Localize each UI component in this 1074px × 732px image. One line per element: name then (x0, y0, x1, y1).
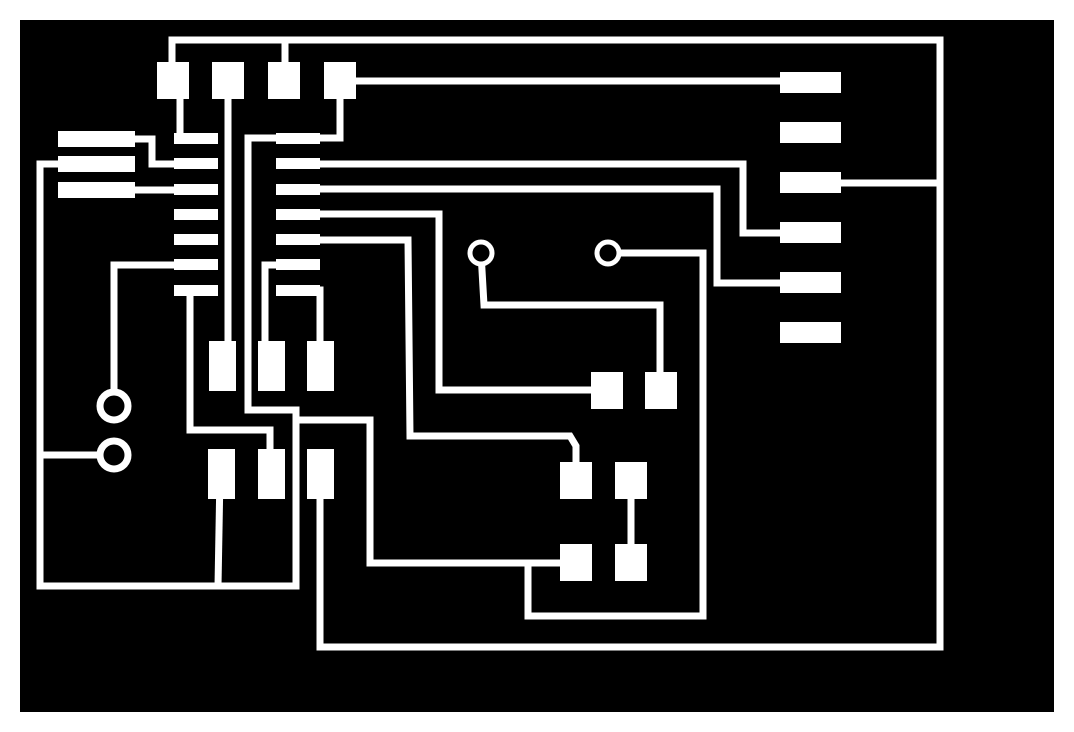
trace-ic10-pad (294, 236, 580, 484)
trace-via-top (110, 261, 200, 396)
low-pad-2 (258, 449, 285, 499)
top-pad-1 (157, 62, 189, 99)
right-pad-c2 (615, 544, 647, 581)
ic-pin-3 (174, 184, 218, 195)
via-center-right (594, 239, 622, 267)
via-center-left (467, 239, 495, 267)
trace-top-bus (168, 36, 944, 651)
ic-pin-4 (174, 209, 218, 220)
header-pin-5 (780, 272, 841, 293)
top-pad-3 (268, 62, 300, 99)
header-pin-2 (780, 122, 841, 143)
ic-pin-5 (174, 234, 218, 245)
trace-ic12-header5 (294, 185, 814, 287)
trace-ic11-pad (294, 210, 610, 394)
board-substrate (20, 20, 1054, 712)
ic-pin-14 (276, 133, 320, 144)
ic-pin-2 (174, 158, 218, 169)
via-left-top (96, 388, 132, 424)
trace-pad4-rail (244, 77, 344, 590)
ic-pin-1 (174, 133, 218, 144)
right-pad-a2 (645, 372, 677, 409)
ic-pin-8 (276, 285, 320, 296)
header-pin-4 (780, 222, 841, 243)
mid-pad-1 (209, 341, 236, 391)
low-pad-1 (208, 449, 235, 499)
header-pin-6 (780, 322, 841, 343)
ic-pin-6 (174, 259, 218, 270)
right-pad-b2 (615, 462, 647, 499)
edge-connector-pin-2 (58, 156, 135, 172)
pads (58, 62, 841, 581)
header-pin-3 (780, 172, 841, 193)
top-pad-2 (212, 62, 244, 99)
via-left-bottom (96, 437, 132, 473)
ic-pin-10 (276, 234, 320, 245)
trace-via-pad (477, 249, 664, 394)
ic-pin-13 (276, 158, 320, 169)
mid-pad-2 (258, 341, 285, 391)
vias (96, 239, 622, 473)
low-pad-3 (307, 449, 334, 499)
traces (36, 36, 944, 651)
header-pin-1 (780, 72, 841, 93)
trace-ic13-header4 (294, 160, 814, 237)
trace-mid-loop (296, 416, 580, 567)
ic-pin-11 (276, 209, 320, 220)
mid-pad-3 (307, 341, 334, 391)
right-pad-c1 (560, 544, 592, 581)
ic-pin-7 (174, 285, 218, 296)
ic-pin-12 (276, 184, 320, 195)
edge-connector-pin-1 (58, 131, 135, 147)
ic-pin-9 (276, 259, 320, 270)
edge-connector-pin-3 (58, 182, 135, 198)
right-pad-b1 (560, 462, 592, 499)
trace-lower-loop (524, 249, 707, 620)
top-pad-4 (324, 62, 356, 99)
right-pad-a1 (591, 372, 623, 409)
